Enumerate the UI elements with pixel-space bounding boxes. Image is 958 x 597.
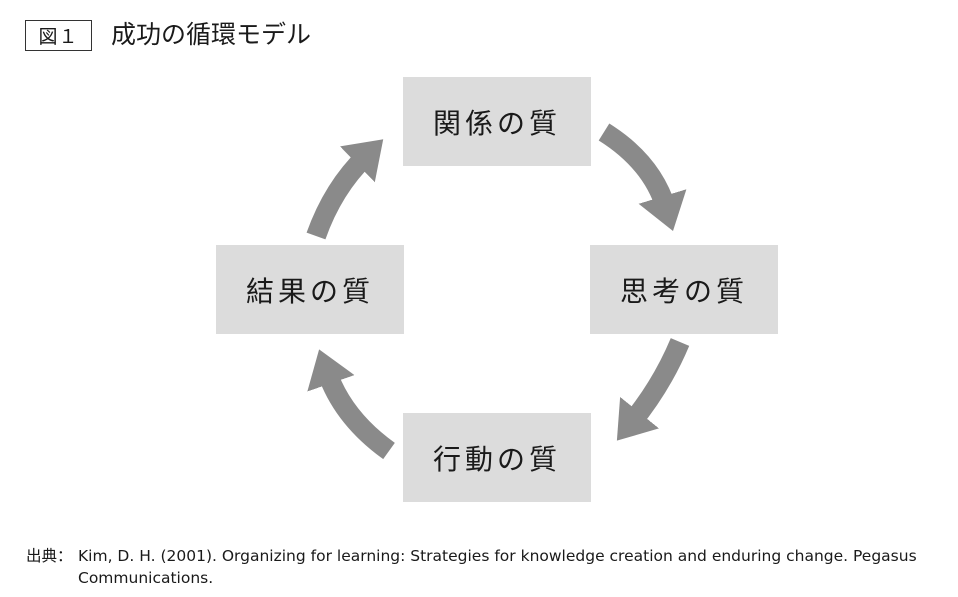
arrow-relationship-to-thinking [598, 123, 687, 231]
node-quality-of-action: 行動の質 [403, 413, 591, 502]
arrow-action-to-result [307, 349, 395, 460]
source-text: Kim, D. H. (2001). Organizing for learni… [78, 547, 917, 587]
arrow-result-to-relationship [306, 139, 384, 240]
figure-label: 図１ [25, 20, 92, 51]
source-citation: 出典： Kim, D. H. (2001). Organizing for le… [26, 545, 941, 589]
node-quality-of-thinking: 思考の質 [590, 245, 778, 334]
source-label: 出典： [26, 547, 73, 565]
node-quality-of-results: 結果の質 [216, 245, 404, 334]
figure-title: 成功の循環モデル [111, 20, 312, 49]
arrow-thinking-to-action [616, 338, 690, 441]
node-quality-of-relationships: 関係の質 [403, 77, 591, 166]
